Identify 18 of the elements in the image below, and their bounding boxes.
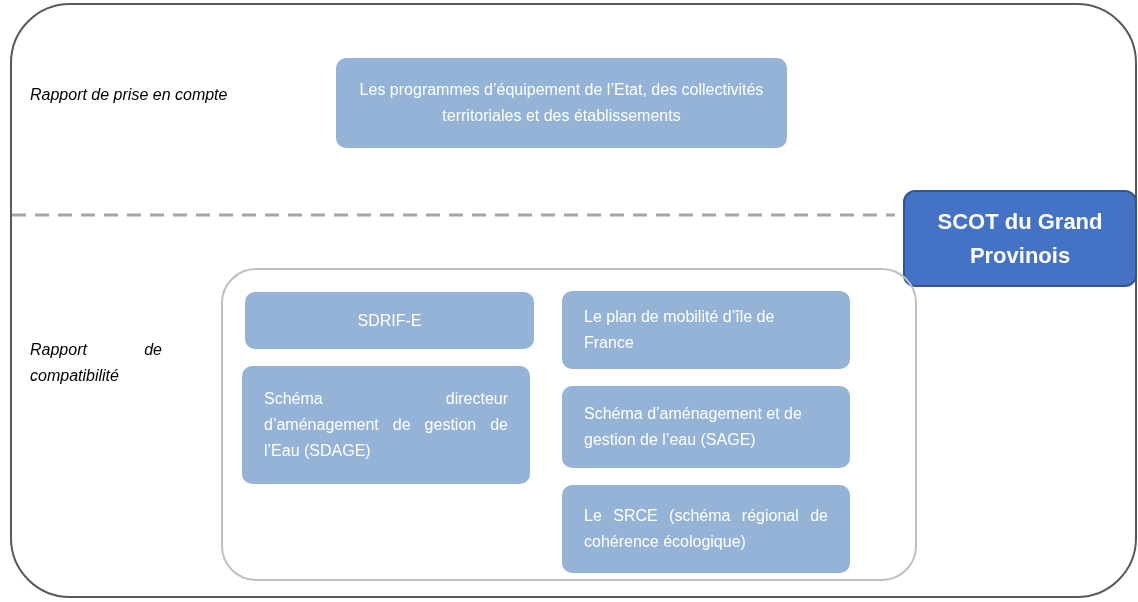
box-text: SDRIF-E (356, 310, 423, 331)
box-text: Schéma directeur d’aménagement de gestion de l’Eau (SDAGE) (264, 389, 508, 461)
content-box (562, 291, 850, 369)
title-text: SCOT du Grand Provinois (936, 207, 1104, 270)
box-text: Schéma d’aménagement et de gestion de l’eau (SAGE) (584, 404, 803, 450)
box-text: Le SRCE (schéma régional de cohérence écologique) (584, 506, 828, 552)
row-label: Rapport de prise en compte (30, 85, 229, 105)
box-text: Les programmes d’équipement de l’Etat, des collectivités territoriales et des établissements (358, 80, 765, 126)
title-box (903, 190, 1137, 287)
content-box (245, 292, 534, 349)
row-label: Rapport de compatibilité (30, 340, 162, 386)
content-box (562, 485, 850, 573)
group-frame (221, 268, 917, 581)
box-text: Le plan de mobilité d’île de France (584, 307, 776, 353)
content-box (242, 366, 530, 484)
content-box (562, 386, 850, 468)
outer-frame (10, 3, 1137, 598)
content-box (336, 58, 787, 148)
